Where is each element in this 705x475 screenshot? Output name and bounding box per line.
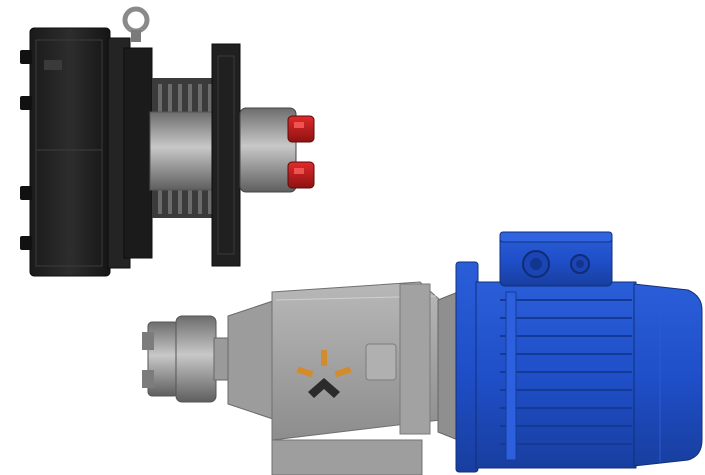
right-flange xyxy=(211,43,241,267)
motor-adapter xyxy=(437,291,459,441)
gearbox-input-flange xyxy=(227,299,277,421)
lifting-eye xyxy=(122,6,150,42)
motor-terminal-box xyxy=(499,231,613,287)
brand-logo-icon xyxy=(296,350,352,398)
motor-flange xyxy=(455,261,479,473)
housing-main xyxy=(29,27,111,277)
coupling-red-jaws xyxy=(287,115,315,189)
coupling-hub xyxy=(239,107,297,193)
input-coupling xyxy=(142,315,235,403)
bottom-assembly xyxy=(142,231,703,475)
gearbox-housing xyxy=(271,281,441,475)
steel-cylinder xyxy=(149,111,215,191)
electric-motor xyxy=(475,281,703,469)
housing-bolts xyxy=(20,50,32,250)
top-assembly xyxy=(20,6,315,277)
